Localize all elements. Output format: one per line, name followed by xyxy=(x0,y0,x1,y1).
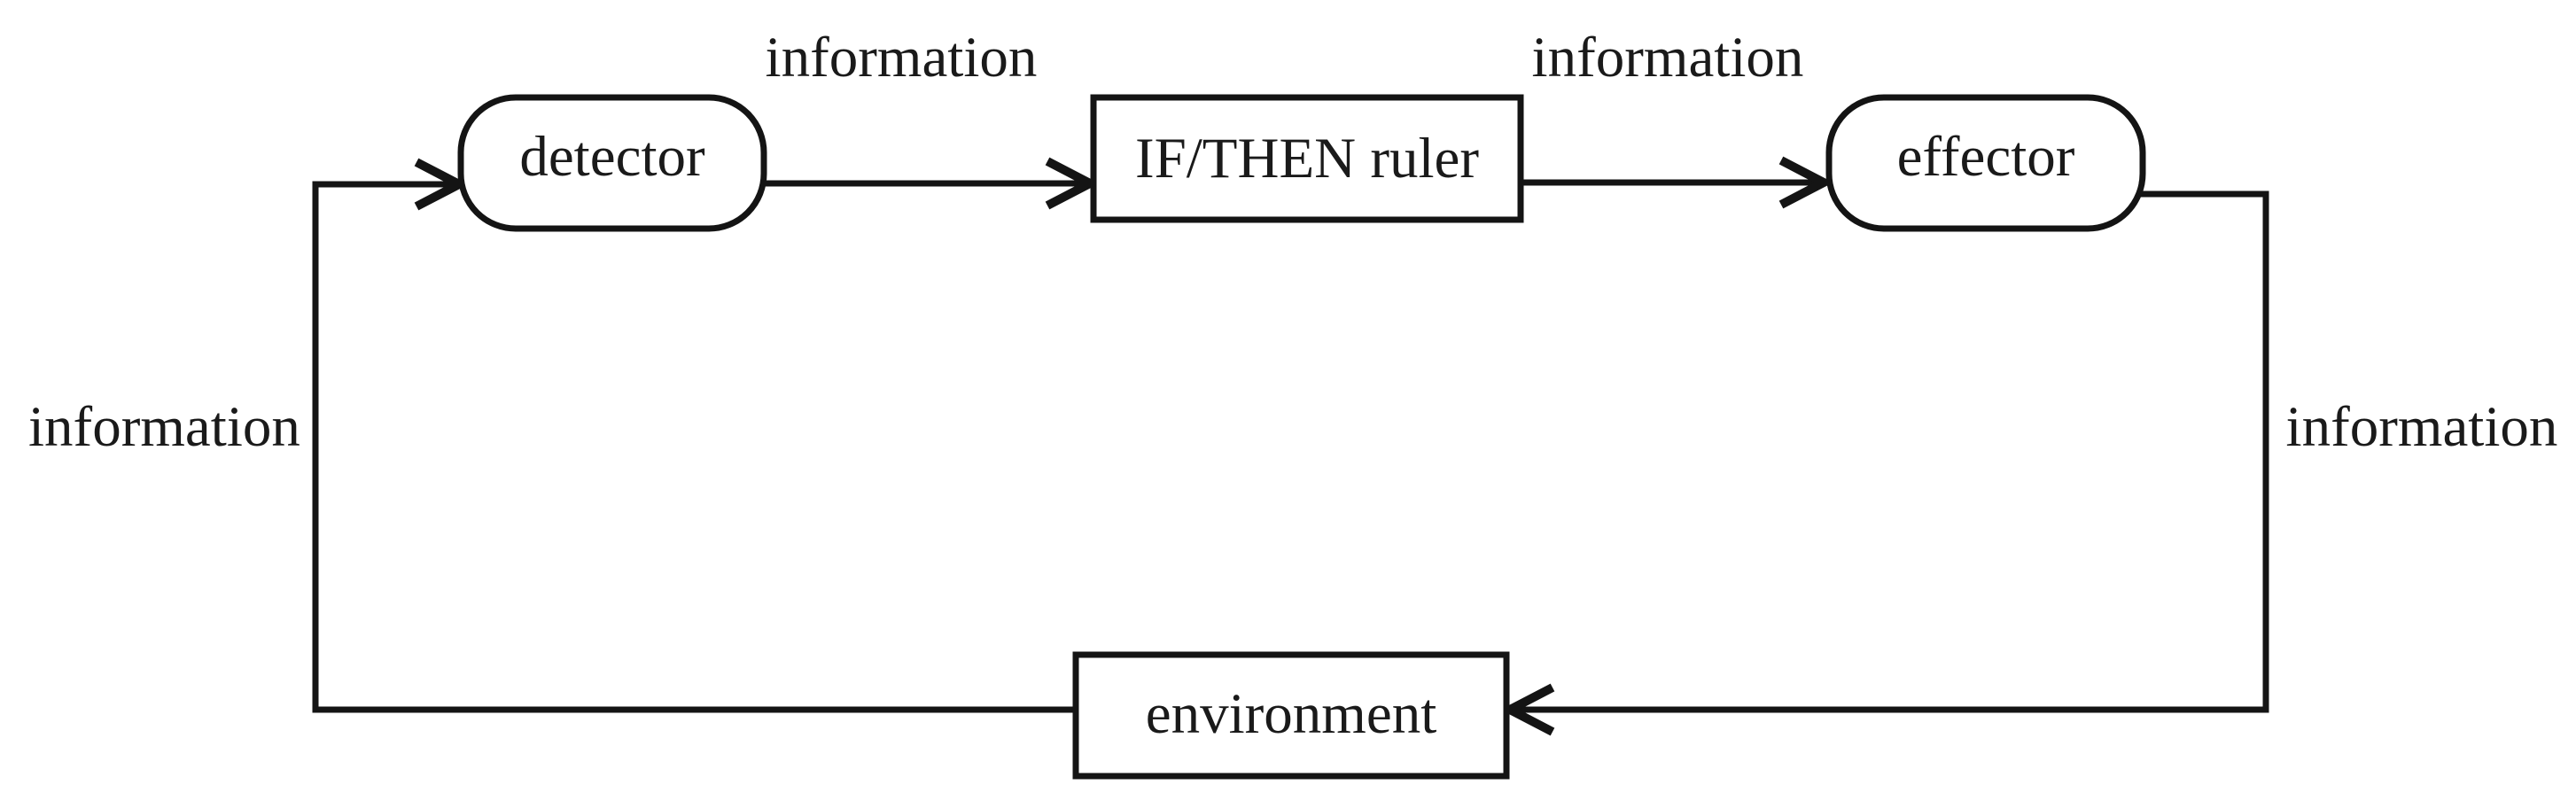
node-if-then-ruler-label: IF/THEN ruler xyxy=(1135,127,1479,190)
node-effector-label: effector xyxy=(1897,125,2075,189)
edge-label-environment-to-detector: information xyxy=(28,395,300,459)
arrowhead-into-effector xyxy=(1778,156,1833,209)
edge-environment-to-detector xyxy=(312,181,1076,713)
node-effector xyxy=(1825,94,2146,232)
node-environment xyxy=(1072,651,1510,780)
node-detector xyxy=(457,94,767,232)
node-environment-label: environment xyxy=(1146,682,1437,746)
edge-label-effector-to-environment: information xyxy=(2286,395,2558,459)
edge-label-ruler-to-effector: information xyxy=(1532,26,1804,89)
edge-effector-to-environment xyxy=(1514,190,2269,713)
node-if-then-ruler xyxy=(1090,94,1524,223)
arrowhead-into-ruler xyxy=(1045,157,1100,210)
arrowhead-into-environment xyxy=(1500,683,1555,736)
node-detector-label: detector xyxy=(519,125,705,189)
edge-label-detector-to-ruler: information xyxy=(766,26,1038,89)
